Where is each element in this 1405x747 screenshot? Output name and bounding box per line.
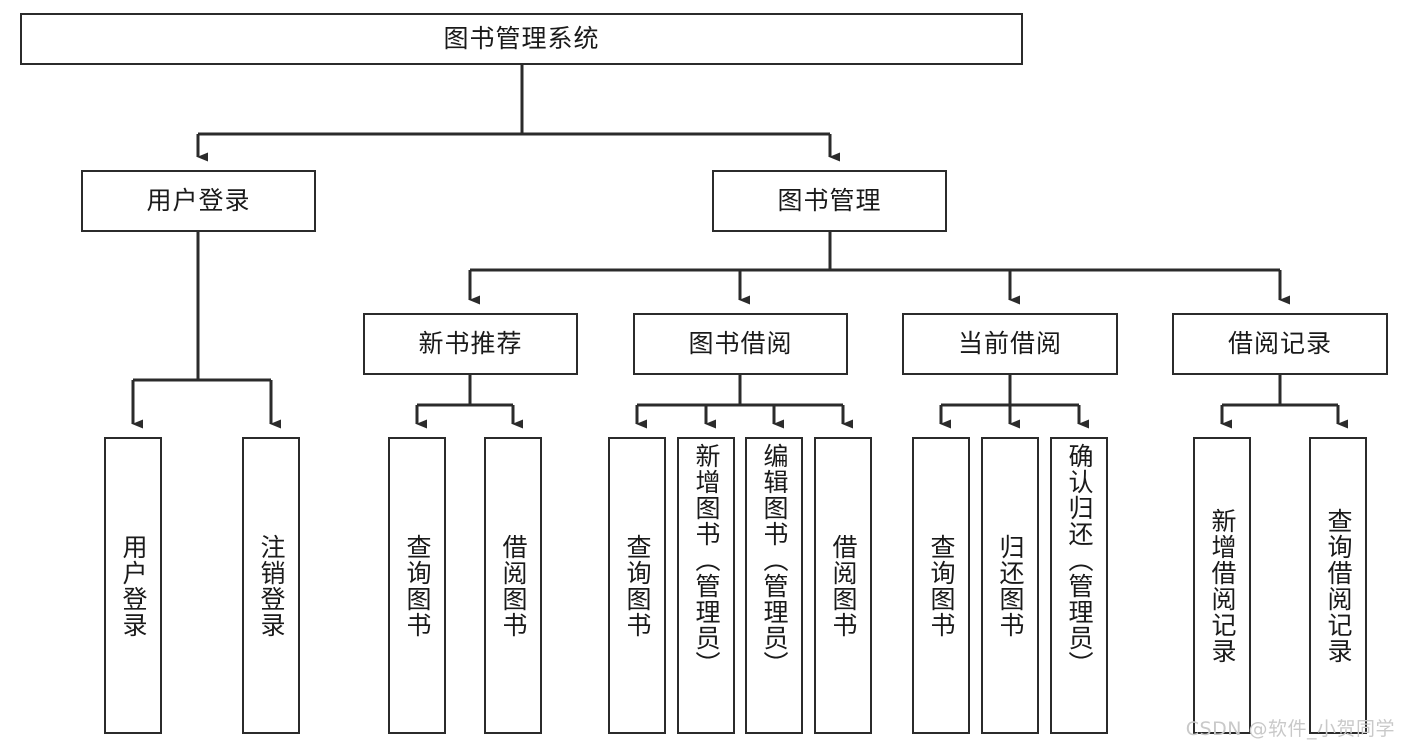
node-label: 新增借阅记录 xyxy=(1208,507,1237,664)
node-label: 图书借阅 xyxy=(688,329,793,359)
node-label: 当前借阅 xyxy=(957,329,1062,359)
node-label: 查询图书 xyxy=(623,533,652,638)
node-label: 用户登录 xyxy=(119,533,148,638)
node-leaf-borrow-book-recommend[interactable]: 借阅图书 xyxy=(484,437,542,734)
node-root-book-management-system[interactable]: 图书管理系统 xyxy=(20,13,1023,65)
node-leaf-query-book-recommend[interactable]: 查询图书 xyxy=(388,437,446,734)
node-leaf-user-login[interactable]: 用户登录 xyxy=(104,437,162,734)
node-leaf-confirm-return[interactable]: 确认归还（管理员） xyxy=(1050,437,1108,734)
node-leaf-borrow-book[interactable]: 借阅图书 xyxy=(814,437,872,734)
node-label: 查询借阅记录 xyxy=(1324,507,1353,664)
node-leaf-query-book-current[interactable]: 查询图书 xyxy=(912,437,970,734)
node-leaf-query-borrow-record[interactable]: 查询借阅记录 xyxy=(1309,437,1367,734)
node-label: 查询图书 xyxy=(927,533,956,638)
node-leaf-edit-book[interactable]: 编辑图书（管理员） xyxy=(745,437,803,734)
node-user-login[interactable]: 用户登录 xyxy=(81,170,316,232)
node-leaf-return-book[interactable]: 归还图书 xyxy=(981,437,1039,734)
node-book-management[interactable]: 图书管理 xyxy=(712,170,947,232)
node-leaf-add-borrow-record[interactable]: 新增借阅记录 xyxy=(1193,437,1251,734)
node-label: 归还图书 xyxy=(996,533,1025,638)
node-label: 用户登录 xyxy=(146,186,251,216)
node-label: 图书管理 xyxy=(777,186,882,216)
node-label: 图书管理系统 xyxy=(443,24,600,54)
node-label: 借阅图书 xyxy=(499,533,528,638)
node-leaf-query-book-borrow[interactable]: 查询图书 xyxy=(608,437,666,734)
node-current-borrow[interactable]: 当前借阅 xyxy=(902,313,1118,375)
node-label: 编辑图书（管理员） xyxy=(760,443,789,677)
node-label: 查询图书 xyxy=(403,533,432,638)
node-book-borrow[interactable]: 图书借阅 xyxy=(633,313,848,375)
node-new-book-recommend[interactable]: 新书推荐 xyxy=(363,313,578,375)
node-label: 借阅记录 xyxy=(1227,329,1332,359)
node-label: 新书推荐 xyxy=(418,329,523,359)
csdn-watermark: CSDN @软件_小贺同学 xyxy=(1185,718,1395,740)
node-label: 新增图书（管理员） xyxy=(692,443,721,677)
node-leaf-logout-login[interactable]: 注销登录 xyxy=(242,437,300,734)
node-label: 注销登录 xyxy=(257,533,286,638)
node-leaf-add-book[interactable]: 新增图书（管理员） xyxy=(677,437,735,734)
node-borrow-record[interactable]: 借阅记录 xyxy=(1172,313,1388,375)
node-label: 借阅图书 xyxy=(829,533,858,638)
node-label: 确认归还（管理员） xyxy=(1065,443,1094,677)
